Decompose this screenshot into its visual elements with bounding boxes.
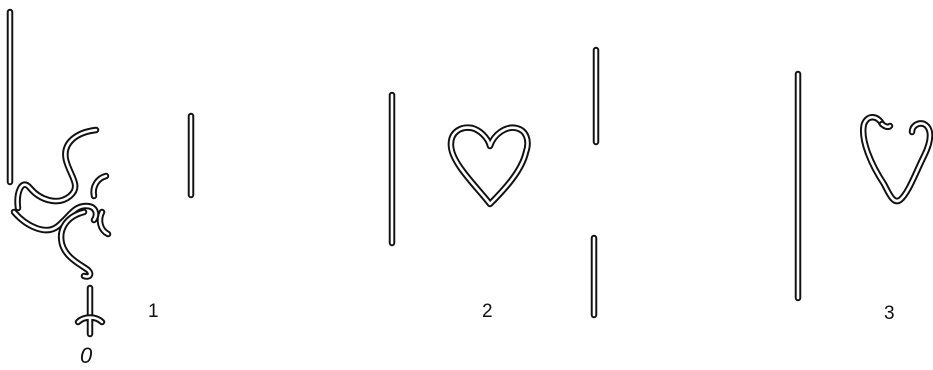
s-wire-tail (61, 212, 90, 277)
heart-shape (451, 128, 528, 204)
pin-element (78, 288, 102, 334)
figure-3: 3 (798, 74, 930, 324)
s-wire-upper (18, 130, 96, 208)
zero-label: 0 (80, 343, 93, 368)
partial-curl-upper (94, 176, 106, 196)
figure-label-2: 2 (482, 301, 493, 322)
figure-2: 2 (392, 50, 596, 322)
figure-label-1: 1 (148, 301, 159, 322)
figure-label-3: 3 (884, 303, 895, 324)
open-heart-shape (863, 117, 930, 201)
figure-1: 1 0 (10, 12, 191, 368)
partial-curl-lower (100, 212, 108, 234)
